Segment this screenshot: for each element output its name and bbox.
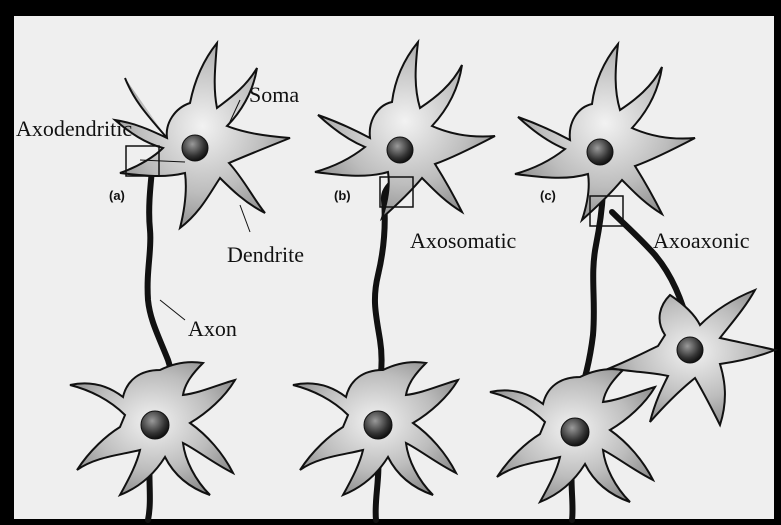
label-axon: Axon <box>188 318 237 340</box>
label-panel-a: (a) <box>109 189 125 202</box>
label-panel-c: (c) <box>540 189 556 202</box>
label-axodendritic: Axodendritic <box>16 118 132 140</box>
label-axosomatic: Axosomatic <box>410 230 516 252</box>
label-dendrite: Dendrite <box>227 244 304 266</box>
label-axoaxonic: Axoaxonic <box>653 230 750 252</box>
label-panel-b: (b) <box>334 189 351 202</box>
label-soma: Soma <box>249 84 299 106</box>
